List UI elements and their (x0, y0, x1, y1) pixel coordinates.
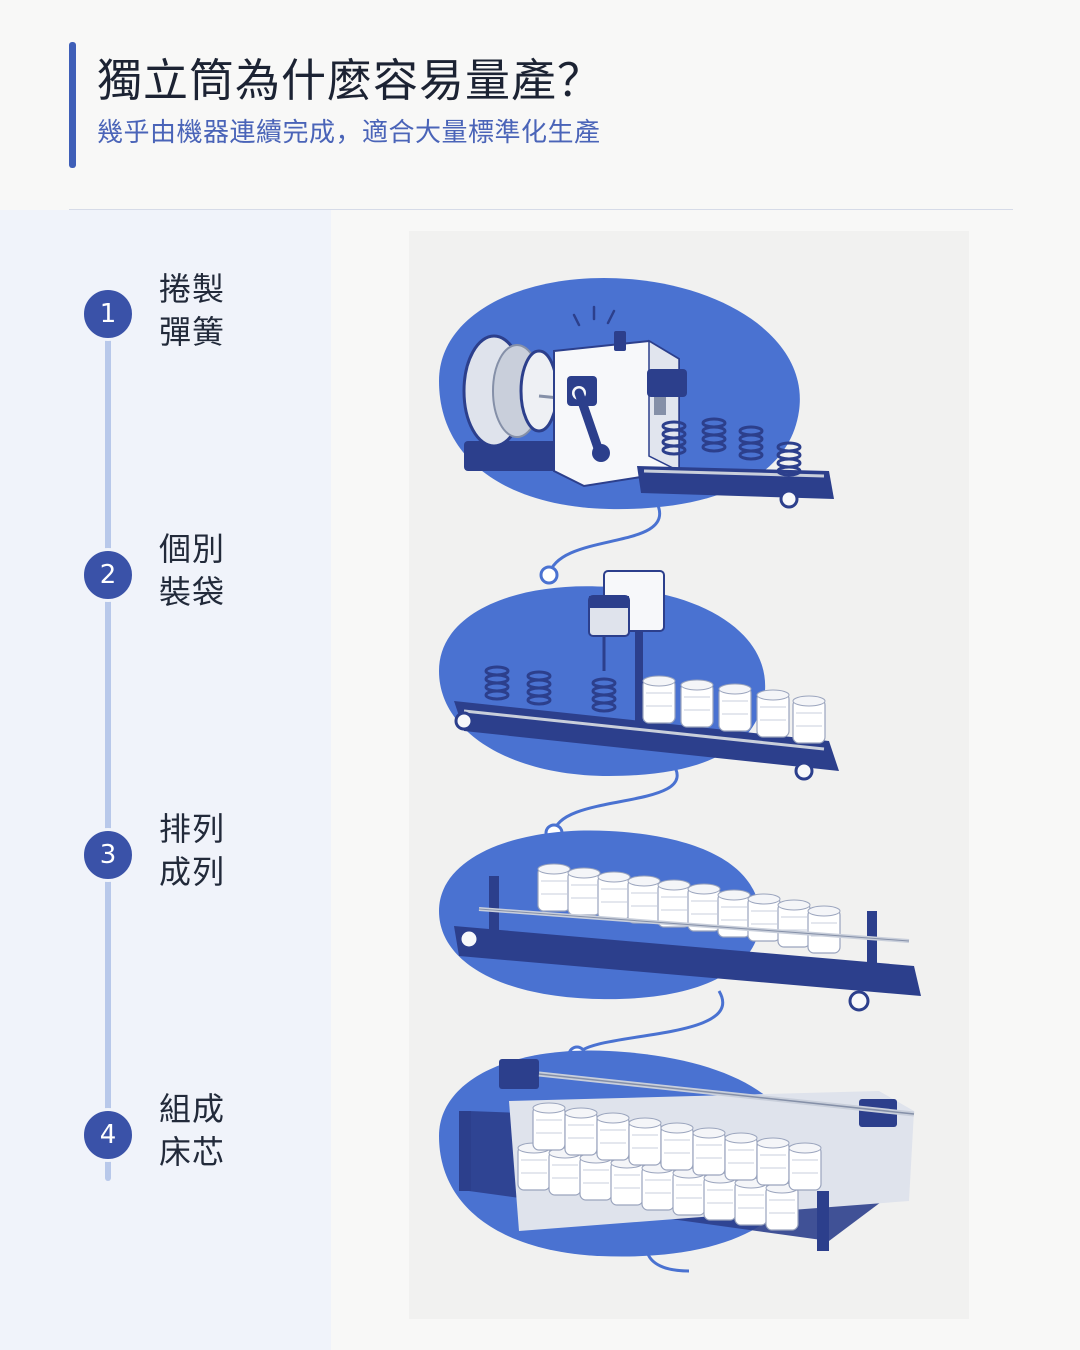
step-number-4: 4 (81, 1108, 135, 1162)
step-label-4: 組成 床芯 (159, 1088, 239, 1174)
coiling-machine-illustration (439, 277, 834, 510)
step-label-1-line2: 彈簧 (159, 313, 226, 351)
process-illustration (409, 231, 969, 1319)
timeline-line (105, 336, 111, 1181)
header-divider (69, 209, 1013, 210)
step-label-2-line2: 裝袋 (159, 573, 226, 611)
connector-wire-1 (547, 502, 662, 576)
title-accent-bar (69, 42, 76, 168)
step-label-3: 排列 成列 (159, 808, 239, 894)
row-assembly-illustration (439, 830, 921, 1012)
process-illustration-svg (439, 277, 921, 1273)
connector-wire-3 (575, 990, 724, 1056)
step-label-3-line1: 排列 (159, 810, 226, 848)
connector-wire-2 (552, 760, 679, 834)
step-number-3: 3 (81, 828, 135, 882)
step-label-1-line1: 捲製 (159, 270, 226, 308)
step-number-2: 2 (81, 548, 135, 602)
step-label-2-line1: 個別 (159, 530, 226, 568)
step-label-4-line1: 組成 (159, 1090, 226, 1128)
step-label-4-line2: 床芯 (159, 1133, 226, 1171)
bagging-machine-illustration (439, 570, 839, 781)
mattress-core-illustration (439, 1050, 915, 1257)
page-title: 獨立筒為什麼容易量產？ (97, 54, 604, 107)
connector-node-1 (539, 565, 559, 585)
step-label-1: 捲製 彈簧 (159, 268, 239, 354)
step-number-1: 1 (81, 287, 135, 341)
step-label-2: 個別 裝袋 (159, 528, 239, 614)
step-label-3-line2: 成列 (159, 853, 226, 891)
page-subtitle: 幾乎由機器連續完成，適合大量標準化生產 (97, 118, 601, 148)
steps-panel (0, 210, 331, 1350)
